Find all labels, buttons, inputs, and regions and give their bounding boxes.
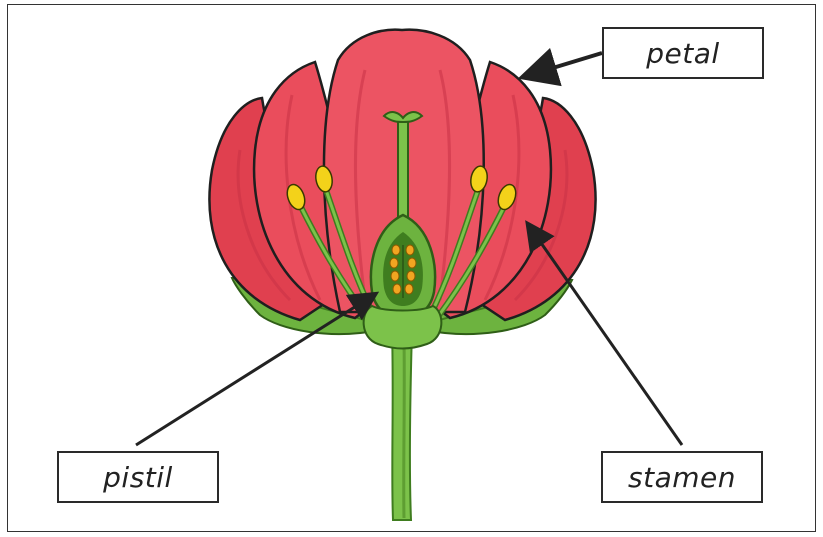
pistil-arrow: [136, 298, 369, 445]
stamen-arrow: [532, 230, 682, 445]
petal-arrow: [533, 53, 602, 74]
receptacle: [364, 306, 442, 349]
petal-label: petal: [602, 27, 764, 79]
stem: [392, 330, 412, 520]
pistil-style: [398, 120, 408, 225]
stamen-label: stamen: [601, 451, 763, 503]
stem-shade: [404, 340, 405, 518]
pistil-label: pistil: [57, 451, 219, 503]
